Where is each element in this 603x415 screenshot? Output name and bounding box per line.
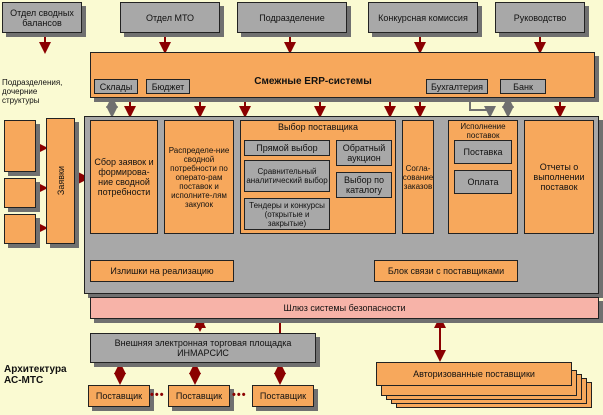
direct-choice: Прямой выбор: [244, 140, 330, 156]
marketplace-label: Внешняя электронная торговая площадка ИН…: [114, 338, 292, 358]
supplier-link-label: Блок связи с поставщиками: [387, 266, 505, 276]
supplier-link-block: Блок связи с поставщиками: [374, 260, 518, 282]
order-approval: Согла-сование заказов: [402, 120, 434, 234]
comparative-choice: Сравнительный аналитический выбор: [244, 160, 330, 192]
erp-module-label: Бюджет: [151, 81, 185, 92]
erp-module-label: Склады: [99, 81, 133, 92]
unit-tender-commission: Конкурсная комиссия: [368, 2, 478, 33]
security-gateway: Шлюз системы безопасности: [90, 297, 599, 319]
supplier-1: Поставщик: [88, 385, 150, 407]
supplier-dots-2: •••: [232, 389, 247, 401]
supplier-label: Поставщик: [95, 391, 143, 401]
unit-label: Подразделение: [259, 12, 325, 23]
erp-module-budget: Бюджет: [146, 79, 190, 94]
erp-module-warehouses: Склады: [94, 79, 138, 94]
erp-module-bank: Банк: [500, 79, 546, 94]
erp-module-accounting: Бухгалтерия: [426, 79, 488, 94]
erp-title: Смежные ERP-системы: [254, 76, 372, 87]
unit-mto-department: Отдел МТО: [120, 2, 220, 33]
execution-title: Исполнение поставок: [460, 122, 506, 140]
catalog-choice-label: Выбор по каталогу: [343, 175, 385, 195]
requests-column: Заявки: [46, 118, 75, 244]
architecture-title: Архитектура АС-МТС: [4, 364, 67, 386]
collect-label: Сбор заявок и формирова-ние сводной потр…: [94, 157, 154, 197]
surplus-for-sale: Излишки на реализацию: [90, 260, 234, 282]
delivery-label: Поставка: [463, 147, 503, 157]
distribute-label: Распределе-ние сводной потребности по оп…: [168, 145, 230, 209]
supplier-dots-1: •••: [150, 389, 165, 401]
collect-requests: Сбор заявок и формирова-ние сводной потр…: [90, 120, 158, 234]
tenders: Тендеры и конкурсы (открытые и закрытые): [244, 198, 330, 230]
unit-label: Отдел МТО: [145, 12, 195, 23]
unit-management: Руководство: [495, 2, 585, 33]
unit-division: Подразделение: [237, 2, 347, 33]
supplier-label: Поставщик: [259, 391, 307, 401]
delivery: Поставка: [454, 140, 512, 164]
tenders-label: Тендеры и конкурсы (открытые и закрытые): [249, 200, 325, 228]
supplier-label: Поставщик: [175, 391, 223, 401]
payment-label: Оплата: [467, 177, 499, 187]
division-block-1: [4, 120, 36, 172]
unit-label: Конкурсная комиссия: [378, 12, 468, 23]
supplier-2: Поставщик: [168, 385, 230, 407]
delivery-reports: Отчеты о выполнении поставок: [524, 120, 594, 234]
security-label: Шлюз системы безопасности: [283, 303, 406, 313]
distribute-demand: Распределе-ние сводной потребности по оп…: [164, 120, 234, 234]
authorized-suppliers: Авторизованные поставщики: [376, 362, 572, 386]
erp-module-label: Бухгалтерия: [431, 81, 483, 92]
direct-choice-label: Прямой выбор: [256, 143, 318, 153]
division-block-2: [4, 178, 36, 208]
supplier-choice-title: Выбор поставщика: [278, 122, 358, 132]
authorized-suppliers-label: Авторизованные поставщики: [413, 369, 535, 379]
comparative-choice-label: Сравнительный аналитический выбор: [246, 167, 328, 185]
requests-label: Заявки: [55, 166, 66, 196]
erp-module-label: Банк: [513, 81, 533, 92]
external-marketplace: Внешняя электронная торговая площадка ИН…: [90, 333, 316, 363]
reverse-auction-label: Обратный аукцион: [342, 143, 386, 163]
approval-label: Согла-сование заказов: [402, 163, 434, 191]
reports-label: Отчеты о выполнении поставок: [533, 162, 585, 192]
payment: Оплата: [454, 170, 512, 194]
supplier-3: Поставщик: [252, 385, 314, 407]
unit-consolidated-balances: Отдел сводных балансов: [2, 2, 82, 33]
divisions-label: Подразделения, дочерние структуры: [2, 78, 63, 105]
division-block-3: [4, 214, 36, 244]
surplus-label: Излишки на реализацию: [110, 266, 214, 276]
catalog-choice: Выбор по каталогу: [336, 172, 392, 198]
reverse-auction: Обратный аукцион: [336, 140, 392, 166]
unit-label: Руководство: [513, 12, 567, 23]
unit-label: Отдел сводных балансов: [10, 7, 74, 28]
